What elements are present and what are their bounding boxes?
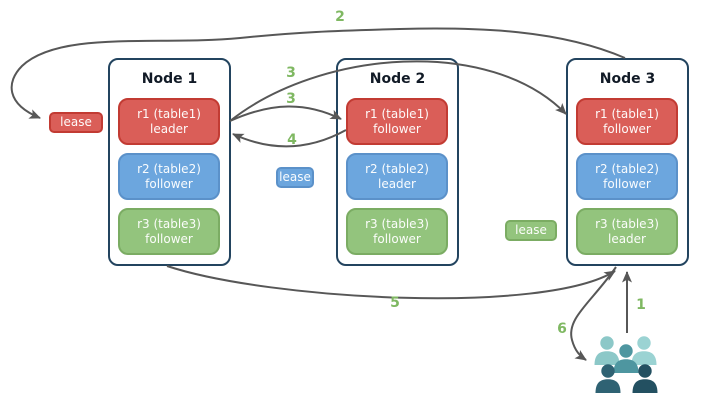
node2-replica-r1-follower: r1 (table1) follower: [346, 98, 448, 145]
node1-replica-r1-leader: r1 (table1) leader: [118, 98, 220, 145]
node3-replica-r3-leader: r3 (table3) leader: [576, 208, 678, 255]
replica-role: follower: [373, 231, 421, 246]
node-1-title: Node 1: [141, 71, 198, 87]
replica-range: r2 (table2): [595, 161, 659, 176]
node-2-title: Node 2: [369, 71, 426, 87]
replica-range: r3 (table3): [595, 216, 659, 231]
node3-replica-r1-follower: r1 (table1) follower: [576, 98, 678, 145]
replica-range: r2 (table2): [365, 161, 429, 176]
arrow-step-5: [166, 265, 616, 300]
step-label-3a: 3: [286, 65, 296, 81]
node3-replica-r2-follower: r2 (table2) follower: [576, 153, 678, 200]
replica-range: r1 (table1): [365, 106, 429, 121]
step-label-3b: 3: [286, 91, 296, 107]
replica-role: follower: [145, 231, 193, 246]
replica-role: follower: [603, 121, 651, 136]
step-label-5: 5: [390, 295, 400, 311]
node2-replica-r2-leader: r2 (table2) leader: [346, 153, 448, 200]
node1-replica-r2-follower: r2 (table2) follower: [118, 153, 220, 200]
replica-range: r3 (table3): [365, 216, 429, 231]
replica-range: r1 (table1): [137, 106, 201, 121]
arrow-step-3-to-node2: [229, 105, 342, 122]
step-label-2: 2: [335, 9, 345, 25]
node2-replica-r3-follower: r3 (table3) follower: [346, 208, 448, 255]
node-2-box: Node 2 r1 (table1) follower r2 (table2) …: [336, 58, 459, 266]
replica-role: follower: [603, 176, 651, 191]
replica-range: r2 (table2): [137, 161, 201, 176]
node1-replica-r3-follower: r3 (table3) follower: [118, 208, 220, 255]
arrow-step-6: [570, 266, 617, 361]
step-label-1: 1: [636, 297, 646, 313]
users-icon: [594, 336, 658, 393]
arrow-step-2: [10, 27, 626, 119]
node-3-box: Node 3 r1 (table1) follower r2 (table2) …: [566, 58, 689, 266]
replica-role: leader: [377, 176, 416, 191]
replica-role: leader: [149, 121, 188, 136]
replica-role: follower: [145, 176, 193, 191]
node-1-box: Node 1 r1 (table1) leader r2 (table2) fo…: [108, 58, 231, 266]
replica-role: follower: [373, 121, 421, 136]
replica-range: r1 (table1): [595, 106, 659, 121]
replica-role: leader: [607, 231, 646, 246]
lease-badge-r1: lease: [49, 112, 103, 133]
lease-badge-r2: lease: [276, 167, 314, 188]
replica-range: r3 (table3): [137, 216, 201, 231]
step-label-4: 4: [287, 132, 297, 148]
step-label-6: 6: [557, 321, 567, 337]
node-3-title: Node 3: [599, 71, 656, 87]
lease-badge-r3: lease: [505, 220, 557, 241]
